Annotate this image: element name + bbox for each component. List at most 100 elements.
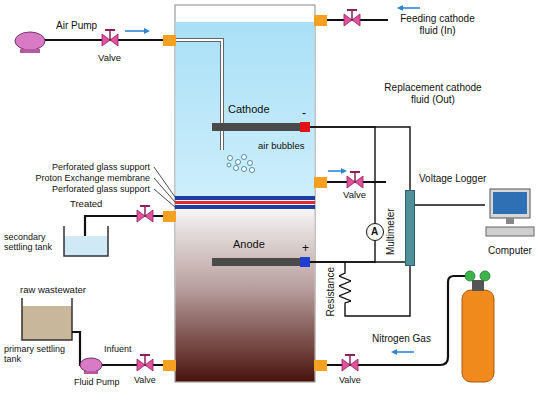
air-bubble [227, 163, 231, 167]
polarity-sign: + [302, 242, 309, 256]
tank-label: primary settling tank [4, 344, 74, 365]
gas-cylinder [462, 290, 494, 382]
wire [310, 241, 375, 262]
node-label: Cathode [228, 103, 270, 116]
flow-arrow [328, 170, 343, 172]
air-bubble [242, 167, 247, 172]
pump-label: Air Pump [56, 20, 97, 32]
air-bubble [250, 168, 255, 173]
monitor-screen [493, 192, 527, 214]
wire [310, 127, 410, 190]
cylinder-neck [472, 280, 484, 291]
layer-label: Proton Exchange membrane [20, 173, 150, 183]
valve-label: Valve [134, 375, 156, 385]
valve [342, 355, 358, 371]
outlet-label: Replacement cathode fluid (Out) [383, 82, 483, 105]
air-pump [15, 32, 45, 50]
polarity-sign: - [302, 107, 306, 121]
leader-line [154, 189, 175, 207]
cylinder-valve [465, 271, 475, 281]
computer-icon: Computer [485, 188, 535, 240]
computer-graphic [485, 188, 535, 240]
air-bubble [242, 155, 247, 160]
valve [344, 10, 360, 26]
gas-label: Nitrogen Gas [372, 333, 431, 345]
tank-label: secondary settling tank [4, 232, 62, 253]
electrode-terminal [300, 257, 310, 267]
air-tube [176, 40, 222, 150]
inlet-label: Feeding cathode fluid (In) [390, 13, 485, 36]
cathode-electrode: Cathode [212, 123, 310, 131]
port [314, 15, 327, 26]
node-label: Computer [488, 245, 532, 257]
flow-arrow-head [144, 28, 150, 34]
reactor-column [175, 5, 315, 382]
fluid-pump [80, 358, 102, 372]
air-tube [176, 40, 222, 150]
air-bubble [248, 161, 253, 166]
port [314, 360, 327, 371]
node-label: Resistance [324, 267, 336, 316]
meter-symbol: A [371, 226, 378, 238]
settling-tank [22, 298, 72, 340]
flow-arrow [125, 30, 146, 32]
electrode-terminal [300, 122, 310, 132]
outlet-label: Treated [70, 199, 102, 210]
bubbles-label: air bubbles [258, 141, 304, 152]
resistor-symbol: Resistance [339, 270, 351, 306]
inlet-label: Infuent [104, 344, 132, 354]
cathode-chamber [176, 22, 315, 196]
valve [347, 172, 363, 188]
monitor-stand [506, 218, 514, 224]
air-bubble [228, 156, 233, 161]
air-bubble [234, 166, 239, 171]
resistor-graphic [339, 270, 351, 306]
valve [102, 30, 118, 46]
multimeter: AMultimeter [366, 223, 384, 241]
valve [137, 206, 153, 222]
wire [310, 127, 375, 223]
layer-label: Perforated glass support [20, 184, 150, 194]
valve-label: Valve [343, 190, 366, 201]
valve [137, 355, 153, 371]
cylinder-valve [480, 271, 490, 281]
anode-electrode: Anode [212, 258, 310, 266]
anode-chamber [176, 210, 315, 382]
wire [415, 204, 485, 205]
fluid-pump-base [84, 371, 98, 374]
valve-label: Valve [339, 375, 361, 385]
layer-label: Perforated glass support [20, 162, 150, 172]
tank-water [64, 236, 108, 256]
tank-water [22, 306, 72, 340]
node-label: Multimeter [385, 208, 397, 255]
pump-label: Fluid Pump [74, 377, 120, 387]
port [163, 211, 176, 222]
settling-tank [64, 226, 108, 256]
wire [345, 266, 410, 316]
keyboard [486, 227, 534, 236]
port [163, 35, 176, 46]
glass-support [175, 205, 315, 209]
tank-label: raw wastewater [20, 285, 86, 296]
membrane [175, 201, 315, 204]
flow-arrow-head [341, 168, 347, 174]
voltage-logger: Voltage Logger [405, 190, 415, 266]
valve-label: Valve [98, 53, 121, 64]
resistor-zigzag [339, 270, 351, 306]
air-pump-base [20, 49, 40, 53]
flow-arrow-head [397, 5, 403, 11]
node-label: Voltage Logger [419, 173, 486, 185]
glass-support [175, 196, 315, 200]
monitor [490, 189, 530, 218]
node-label: Anode [233, 238, 265, 251]
flow-arrow [402, 7, 420, 9]
flow-arrow [396, 351, 414, 353]
air-bubble [236, 160, 241, 165]
port [314, 177, 327, 188]
flow-arrow-head [391, 349, 397, 355]
